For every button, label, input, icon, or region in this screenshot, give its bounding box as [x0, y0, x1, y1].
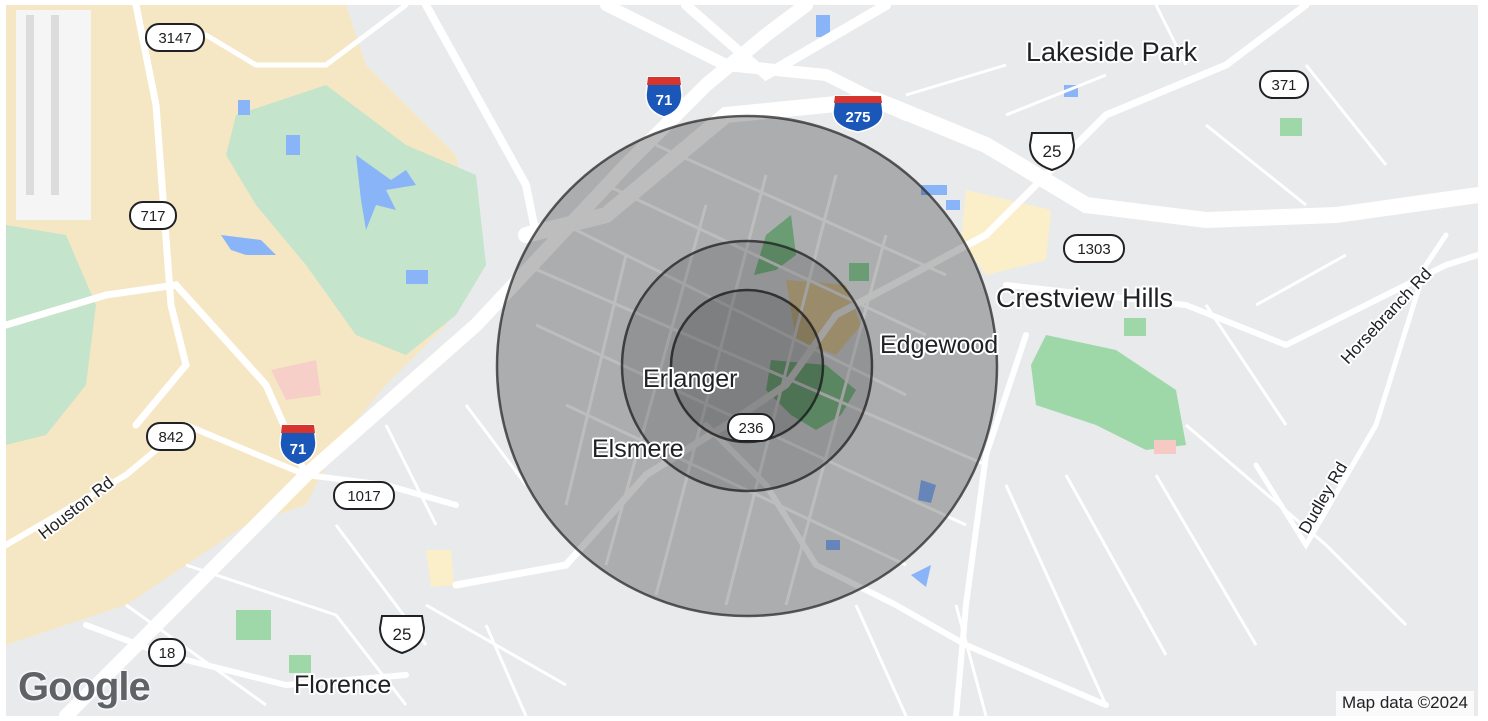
- place-label-florence: Florence: [294, 671, 391, 699]
- svg-text:1017: 1017: [347, 488, 380, 505]
- route-shield-842: 842: [146, 422, 196, 451]
- us-route-shields: 25 25: [378, 132, 1076, 655]
- water-area: [946, 200, 960, 210]
- water-area: [918, 480, 936, 503]
- svg-text:25: 25: [393, 625, 412, 644]
- us-route-shield-25-south: 25: [378, 615, 426, 655]
- map-canvas[interactable]: 3147 717 842 1017 18 236 1303 371: [6, 5, 1478, 716]
- water-area: [356, 155, 416, 230]
- water-area: [816, 15, 830, 37]
- water-area: [406, 270, 428, 284]
- svg-text:842: 842: [158, 429, 183, 446]
- google-logo: Google: [18, 665, 151, 709]
- route-shield-371: 371: [1259, 70, 1309, 99]
- radius-rings: [495, 114, 999, 618]
- urban-area: [1154, 440, 1176, 454]
- airport-runway: [26, 15, 34, 195]
- water-area: [238, 100, 250, 115]
- svg-text:25: 25: [1043, 142, 1062, 161]
- water-area: [921, 185, 947, 195]
- park-area: [236, 610, 271, 640]
- route-shield-18: 18: [148, 638, 186, 667]
- place-label-crestview-hills: Crestview Hills: [996, 283, 1173, 313]
- interstate-shield-71-south: 71: [279, 424, 317, 466]
- urban-area: [426, 550, 454, 587]
- place-label-edgewood: Edgewood: [880, 331, 998, 359]
- park-area: [1124, 318, 1146, 336]
- svg-text:71: 71: [656, 92, 673, 109]
- svg-text:18: 18: [159, 645, 176, 662]
- water-area: [911, 565, 931, 587]
- minor-streets: [125, 5, 1408, 716]
- major-roads: [6, 5, 1478, 716]
- state-route-shields: 3147 717 842 1017 18 236 1303 371: [129, 23, 1309, 667]
- park-area: [289, 655, 311, 673]
- park-area: [6, 225, 96, 445]
- svg-text:1303: 1303: [1077, 241, 1110, 258]
- svg-text:71: 71: [290, 441, 307, 458]
- svg-text:717: 717: [140, 208, 165, 225]
- svg-text:371: 371: [1271, 77, 1296, 94]
- place-label-erlanger: Erlanger: [643, 365, 738, 393]
- place-label-lakeside-park: Lakeside Park: [1026, 37, 1198, 67]
- urban-area: [961, 190, 1051, 275]
- svg-text:275: 275: [845, 109, 870, 126]
- us-route-shield-25-north: 25: [1028, 132, 1076, 172]
- svg-text:236: 236: [738, 420, 763, 437]
- route-shield-3147: 3147: [145, 23, 205, 52]
- outer-radius-ring: [495, 114, 999, 618]
- urban-area: [271, 360, 321, 400]
- park-area: [1280, 118, 1302, 136]
- svg-text:3147: 3147: [158, 30, 191, 47]
- interstate-shields: 71 275 71: [279, 76, 884, 466]
- water-area: [221, 235, 276, 255]
- water-area: [826, 540, 840, 550]
- route-shield-236: 236: [727, 413, 775, 442]
- map-layer: 3147 717 842 1017 18 236 1303 371: [6, 5, 1478, 716]
- park-area: [849, 263, 869, 281]
- route-shield-1017: 1017: [333, 481, 395, 510]
- interstate-shield-275: 275: [832, 95, 884, 133]
- map-attribution[interactable]: Map data ©2024: [1336, 691, 1474, 716]
- place-label-elsmere: Elsmere: [592, 435, 684, 463]
- route-shield-1303: 1303: [1063, 234, 1125, 263]
- airport-runway: [51, 15, 59, 195]
- water-area: [286, 135, 300, 155]
- route-shield-717: 717: [129, 201, 177, 230]
- park-area: [1031, 335, 1186, 450]
- middle-radius-ring: [620, 239, 874, 493]
- interstate-shield-71-north: 71: [645, 76, 683, 118]
